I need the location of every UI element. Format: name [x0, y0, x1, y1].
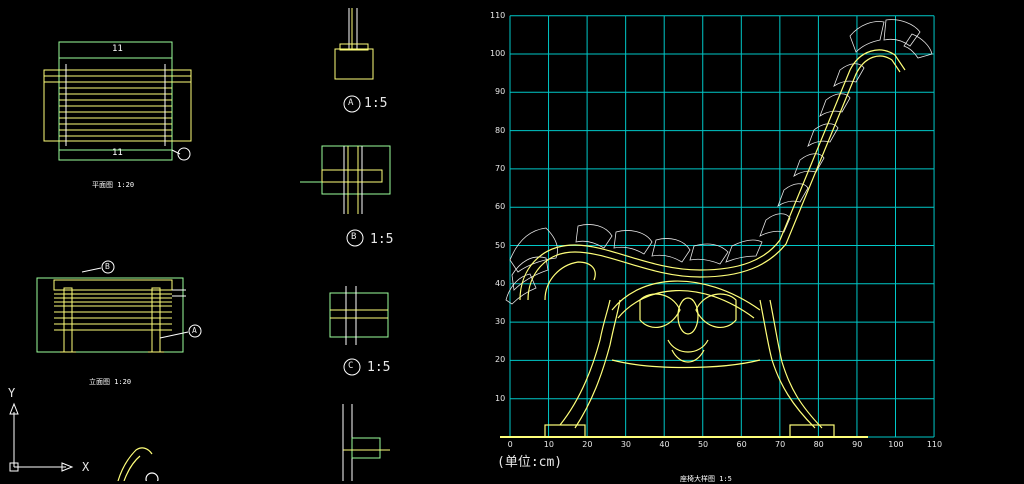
detail-a-scale: 1:5 — [364, 96, 388, 111]
y-tick-label: 30 — [495, 317, 506, 327]
y-tick-label: 80 — [495, 125, 506, 135]
profile-unit-label: (单位:cm) — [497, 455, 563, 470]
elevation-marker-a: A — [192, 326, 197, 335]
y-tick-label: 100 — [490, 49, 506, 58]
plan-mark-bottom: 11 — [112, 148, 123, 158]
detail-a-letter: A — [348, 98, 354, 108]
x-tick-label: 50 — [697, 440, 709, 449]
elevation-marker-b: B — [105, 262, 110, 271]
detail-b-letter: B — [351, 232, 357, 242]
y-tick-label: 20 — [495, 355, 506, 365]
x-tick-label: 20 — [582, 440, 593, 449]
ucs-y-label: Y — [8, 386, 16, 400]
x-tick-label: 0 — [507, 440, 513, 449]
detail-drawings — [300, 8, 391, 481]
y-tick-label: 70 — [495, 163, 506, 173]
x-tick-label: 60 — [736, 440, 747, 449]
ucs-x-label: X — [82, 460, 90, 474]
seat-slats — [505, 19, 933, 305]
y-tick-label: 90 — [495, 87, 506, 97]
profile-grid — [509, 15, 935, 438]
x-tick-label: 70 — [775, 440, 786, 449]
x-tick-label: 90 — [852, 440, 863, 449]
bench-profile — [500, 19, 933, 438]
x-tick-label: 100 — [888, 440, 904, 449]
elevation-caption: 立面图 1:20 — [89, 378, 132, 386]
y-tick-label: 50 — [495, 240, 506, 250]
bench-frame — [519, 49, 906, 438]
x-tick-label: 10 — [543, 440, 554, 449]
partial-armrest-sketch — [117, 447, 159, 481]
plan-caption: 平面图 1:20 — [92, 181, 135, 189]
plan-view — [43, 41, 192, 161]
x-tick-label: 80 — [813, 440, 824, 449]
x-tick-label: 40 — [659, 440, 670, 449]
detail-b-scale: 1:5 — [370, 232, 394, 247]
detail-c-letter: C — [348, 361, 354, 371]
y-tick-label: 110 — [490, 10, 506, 20]
y-tick-label: 60 — [495, 202, 506, 212]
y-tick-label: 40 — [495, 278, 506, 288]
detail-c-scale: 1:5 — [367, 360, 391, 375]
plan-mark-top: 11 — [112, 44, 123, 54]
y-tick-label: 10 — [495, 393, 506, 403]
ucs-icon — [9, 402, 74, 472]
profile-caption: 座椅大样图 1:5 — [680, 475, 732, 483]
elevation-view — [36, 260, 202, 353]
x-tick-label: 110 — [926, 440, 943, 449]
x-tick-label: 30 — [620, 440, 632, 449]
